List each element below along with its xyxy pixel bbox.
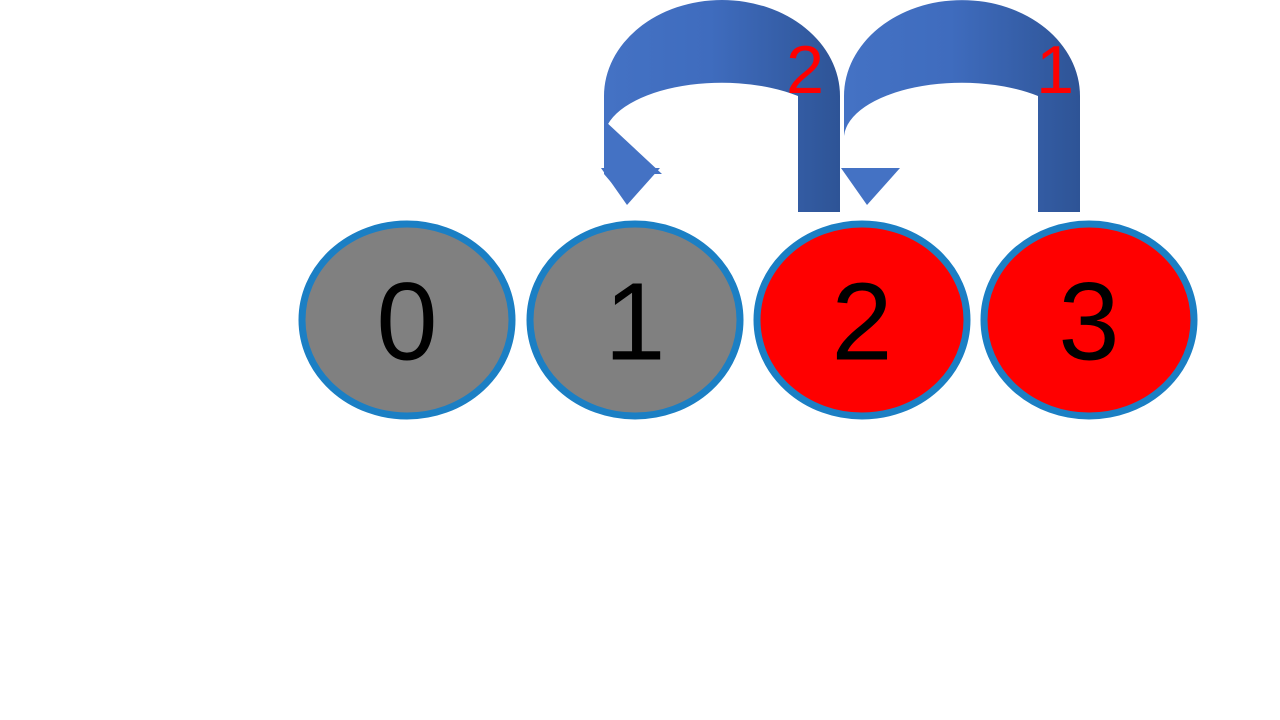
arrowhead-icon [841, 168, 900, 205]
node-label: 1 [604, 261, 665, 384]
node-3[interactable]: 3 [980, 220, 1198, 420]
node-circle[interactable] [298, 220, 516, 420]
node-circle[interactable] [980, 220, 1198, 420]
node-circle[interactable] [526, 220, 744, 420]
arrow-2-to-1: 2 [601, 0, 840, 212]
node-label: 3 [1058, 261, 1119, 384]
arrowhead-icon [601, 168, 660, 205]
arrow-label-2: 2 [786, 32, 824, 108]
node-label: 0 [376, 261, 437, 384]
node-0[interactable]: 0 [298, 220, 516, 420]
curved-arrow-shaft-icon [844, 0, 1080, 212]
node-2[interactable]: 2 [753, 220, 971, 420]
arrow-label-1: 1 [1036, 32, 1074, 108]
node-label: 2 [831, 261, 892, 384]
arrow-3-to-2: 1 [841, 0, 1080, 212]
node-1[interactable]: 1 [526, 220, 744, 420]
node-circle[interactable] [753, 220, 971, 420]
curved-arrow-shaft-icon [604, 0, 840, 212]
